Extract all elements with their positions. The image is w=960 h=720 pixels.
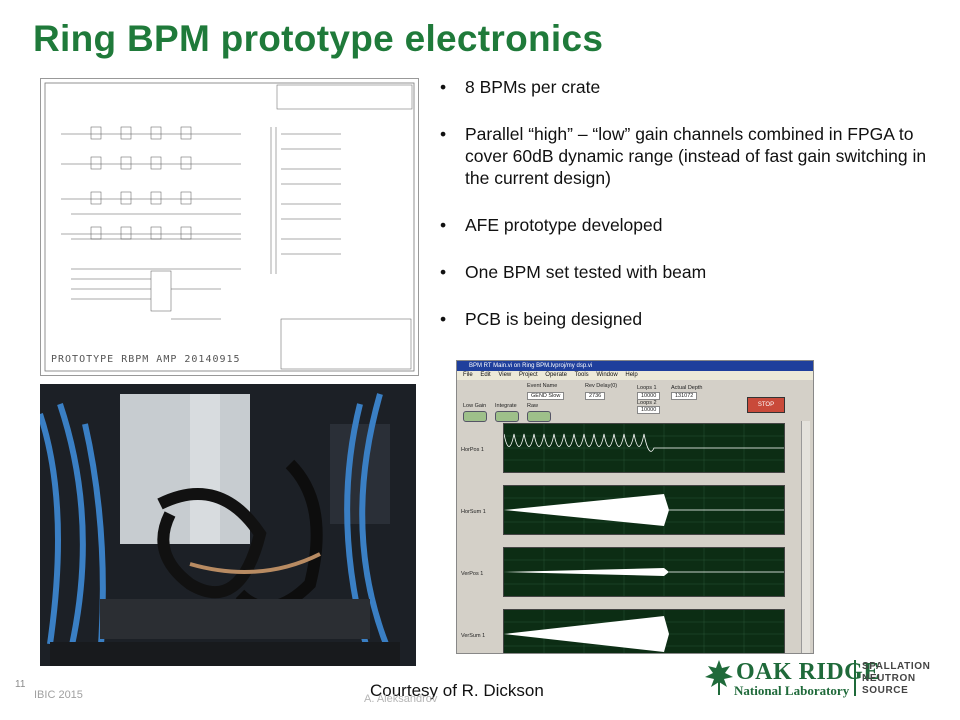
plot-area <box>503 547 785 597</box>
menu-edit[interactable]: Edit <box>480 372 491 378</box>
window-title: BPM RT Main.vi on Ring BPM.lvproj/my dsp… <box>457 361 813 371</box>
plot-verpos: VerPos 1 <box>457 545 813 607</box>
bullet-list: 8 BPMs per crate Parallel “high” – “low”… <box>440 76 950 355</box>
sum-plot <box>504 610 784 653</box>
raw-toggle[interactable] <box>527 411 551 422</box>
logo-sns-line: SPALLATION <box>862 661 931 672</box>
logo-sns: SPALLATION NEUTRON SOURCE <box>862 661 930 697</box>
plot-horpos: HorPos 1 <box>457 421 813 483</box>
slide-title: Ring BPM prototype electronics <box>33 18 604 59</box>
low-gain-toggle[interactable] <box>463 411 487 422</box>
actual-depth-label: Actual Depth <box>671 385 703 391</box>
raw-label: Raw <box>527 403 539 409</box>
integrate-label: Integrate <box>495 403 517 409</box>
loops2-field[interactable]: 10000 <box>637 406 661 414</box>
loops-field[interactable]: 10000 <box>637 392 661 400</box>
plot-area <box>503 609 785 653</box>
menu-bar: File Edit View Project Operate Tools Win… <box>457 371 813 380</box>
logo-oak-ridge: OAK RIDGE <box>736 659 880 685</box>
schematic-label: PROTOTYPE RBPM AMP 20140915 <box>51 354 241 365</box>
loops-label: Loops 1 <box>637 385 657 391</box>
logo-sns-line: NEUTRON <box>862 673 916 684</box>
menu-tools[interactable]: Tools <box>574 372 589 378</box>
plot-label: HorSum 1 <box>461 509 486 515</box>
envelope-plot <box>504 486 784 534</box>
plot-horsum: HorSum 1 <box>457 483 813 545</box>
integrate-toggle[interactable] <box>495 411 519 422</box>
bullet-item: 8 BPMs per crate <box>440 76 950 98</box>
ornl-logo: OAK RIDGE National Laboratory SPALLATION… <box>704 658 944 700</box>
bullet-item: Parallel “high” – “low” gain channels co… <box>440 123 950 189</box>
schematic-drawing: PROTOTYPE RBPM AMP 20140915 <box>40 78 419 376</box>
menu-help[interactable]: Help <box>625 372 638 378</box>
vertical-scrollbar[interactable] <box>801 421 810 653</box>
plot-area <box>503 423 785 473</box>
plot-versum: VerSum 1 <box>457 607 813 653</box>
plot-area <box>503 485 785 535</box>
plot-label: VerSum 1 <box>461 633 486 639</box>
low-gain-label: Low Gain <box>463 403 487 409</box>
bullet-item: One BPM set tested with beam <box>440 261 950 283</box>
crate-photo <box>40 384 416 666</box>
logo-national-laboratory: National Laboratory <box>734 683 850 698</box>
event-name-field[interactable]: GEND Slow <box>527 392 565 400</box>
menu-operate[interactable]: Operate <box>545 372 567 378</box>
logo-sns-line: SOURCE <box>862 685 909 696</box>
logo-divider <box>854 660 856 696</box>
waveform-plot <box>503 424 784 472</box>
schematic-lines <box>44 82 415 372</box>
footer-conference: IBIC 2015 <box>34 689 83 701</box>
rev-delay-label: Rev Delay(0) <box>585 383 618 389</box>
position-plot <box>504 548 784 596</box>
plot-label: HorPos 1 <box>461 447 484 453</box>
menu-file[interactable]: File <box>463 372 473 378</box>
bullet-item: AFE prototype developed <box>440 214 950 236</box>
daq-screenshot: BPM RT Main.vi on Ring BPM.lvproj/my dsp… <box>456 360 814 654</box>
leaf-icon <box>705 660 733 695</box>
event-name-label: Event Name <box>527 383 558 389</box>
page-number: 11 <box>15 679 26 690</box>
bullet-item: PCB is being designed <box>440 308 950 330</box>
menu-window[interactable]: Window <box>596 372 618 378</box>
menu-view[interactable]: View <box>498 372 512 378</box>
rev-delay-field[interactable]: 2736 <box>585 392 606 400</box>
actual-depth-field[interactable]: 131072 <box>671 392 698 400</box>
crate-photo-drawing <box>40 384 416 666</box>
loops2-label: Loops 2 <box>637 400 657 406</box>
menu-project[interactable]: Project <box>518 372 538 378</box>
stop-button[interactable]: STOP <box>747 397 785 413</box>
courtesy-credit: Courtesy of R. Dickson <box>370 681 544 700</box>
footer-author: A. Aleksandrov <box>364 693 438 705</box>
plot-label: VerPos 1 <box>461 571 484 577</box>
